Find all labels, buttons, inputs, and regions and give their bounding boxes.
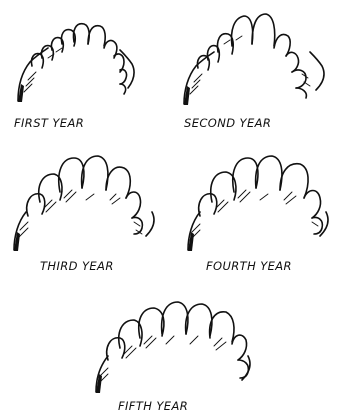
jaw-fourth-year (180, 150, 338, 254)
jaw-fifth-year-drawing (86, 294, 262, 394)
jaw-first-year (8, 6, 148, 106)
jaw-third-year (6, 150, 164, 254)
jaw-second-year (176, 4, 336, 108)
jaw-fourth-year-drawing (180, 150, 338, 254)
jaw-first-year-drawing (8, 6, 148, 106)
jaw-third-year-drawing (6, 150, 164, 254)
caption-fifth-year: FIFTH YEAR (118, 399, 188, 413)
caption-fourth-year: FOURTH YEAR (206, 259, 292, 273)
caption-second-year: SECOND YEAR (184, 116, 271, 130)
jaw-fifth-year (86, 294, 262, 394)
caption-third-year: THIRD YEAR (40, 259, 114, 273)
caption-first-year: FIRST YEAR (14, 116, 84, 130)
jaw-second-year-drawing (176, 4, 336, 108)
